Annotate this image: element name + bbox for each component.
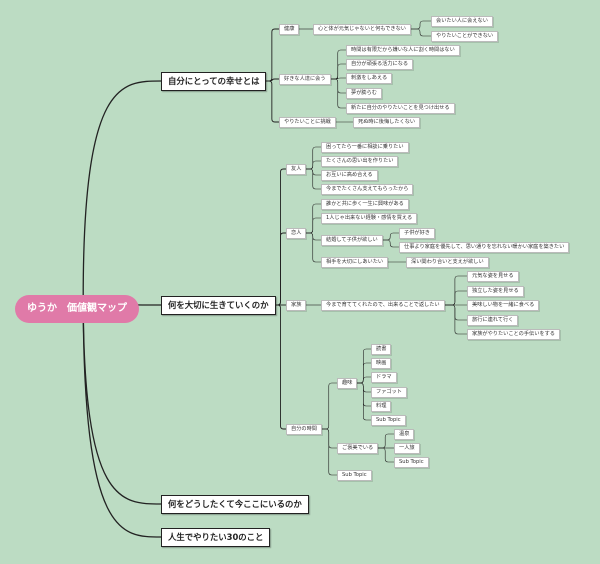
topic-l1-2[interactable]: たくさんの思い出を作りたい [321,155,399,167]
connector-h1-1b [411,28,431,37]
main-topic-b4[interactable]: 人生でやりたい30のこと [161,527,271,547]
connector-l2-3 [306,232,321,241]
connector-l4-2a [378,433,394,449]
connector-l2-3b [383,239,399,248]
connector-l4-3 [322,428,337,476]
main-topic-b1[interactable]: 自分にとっての幸せとは [161,71,267,91]
topic-l2[interactable]: 恋人 [286,227,307,239]
topic-l4-1f[interactable]: Sub Topic [371,414,406,426]
topic-l4-2b[interactable]: 一人旅 [394,442,420,454]
main-topic-b3[interactable]: 何をどうしたくて今ここにいるのか [161,494,309,514]
topic-l1[interactable]: 友人 [286,163,307,175]
topic-l4-1[interactable]: 趣味 [337,377,358,389]
connector-l1 [276,168,286,306]
topic-l4-1d[interactable]: ファゴット [371,386,407,398]
topic-h1[interactable]: 健康 [279,23,300,35]
topic-h1-1[interactable]: 心と体が元気じゃないと何もできない [313,23,411,35]
topic-l4-1b[interactable]: 映画 [371,357,392,369]
central-topic[interactable]: ゆうか 価値観マップ [15,295,139,323]
connector-h1-1a [411,20,431,30]
connector-l4-2c [378,447,394,463]
connector-h2-2 [331,63,346,80]
connector-b3 [82,296,162,505]
connector-l3-1a [445,275,467,306]
main-topic-b2[interactable]: 何を大切に生きていくのか [161,295,276,315]
topic-h2-5[interactable]: 新たに自分のやりたいことを見つけ出せる [346,102,455,114]
topic-l2-3b[interactable]: 仕事より家庭を優先して、思い通りを忘れない暖かい家庭を築きたい [399,241,570,253]
topic-l4-1e[interactable]: 料理 [371,400,392,412]
topic-l1-4[interactable]: 今までたくさん支えてもらったから [321,183,414,195]
topic-l4-2a[interactable]: 温泉 [394,428,415,440]
connector-l4-1e [357,382,371,407]
topic-l4-1a[interactable]: 読書 [371,343,392,355]
topic-l3-1e[interactable]: 家族がやりたいことの手伝いをする [467,328,560,340]
topic-l3-1[interactable]: 今まで育ててくれたので、出来ることで返したい [321,299,445,311]
connector-l2-2 [306,217,321,234]
topic-l3-1c[interactable]: 美味しい物を一緒に食べる [467,299,540,311]
topic-l2-1[interactable]: 誰かと共に歩く一生に興味がある [321,198,409,210]
topic-l4-3[interactable]: Sub Topic [337,469,372,481]
topic-l4-2c[interactable]: Sub Topic [394,456,429,468]
connector-h2-4 [331,78,346,94]
connector-l2-3a [383,232,399,241]
topic-l2-4[interactable]: 相手を大切にしあいたい [321,256,389,268]
topic-h2-1[interactable]: 時間は有限だから嫌いな人に割く時間はない [346,44,460,56]
connector-l4 [276,304,286,430]
connector-b4 [82,296,162,538]
topic-l3-1d[interactable]: 旅行に連れて行く [467,314,519,326]
connector-l3-1e [445,304,467,335]
connector-l4-1f [357,382,371,421]
topic-h3-1[interactable]: 死ぬ時に後悔したくない [353,116,421,128]
topic-l3[interactable]: 家族 [286,299,307,311]
topic-h3[interactable]: やりたいことに挑戦 [279,116,336,128]
topic-l2-4a[interactable]: 深い関わり合いと支えが欲しい [406,256,489,268]
connector-l3-1b [445,290,467,306]
topic-l3-1b[interactable]: 独立した姿を見せる [467,285,524,297]
topic-l1-3[interactable]: お互いに高め合える [321,169,378,181]
connector-l2-4 [306,232,321,263]
connector-h2-5 [331,78,346,109]
connector-b1 [82,80,162,298]
connector-h3 [266,80,279,123]
topic-l4-2[interactable]: ご褒美でいる [337,442,379,454]
topic-h2-4[interactable]: 夢が膨らむ [346,87,382,99]
topic-l1-1[interactable]: 困ってたら一番に相談に乗りたい [321,141,409,153]
connector-l1-1 [306,146,321,170]
connector-l4-1c [357,376,371,384]
connector-l1-3 [306,168,321,176]
connector-l4-1b [357,362,371,384]
topic-h1-1a[interactable]: 会いたい人に会えない [431,15,493,27]
connector-l1-4 [306,168,321,190]
topic-h2-3[interactable]: 刺激をしあえる [346,72,393,84]
connector-l3-1d [445,304,467,321]
topic-l2-3a[interactable]: 子供が好き [399,227,435,239]
connector-l4-2 [322,428,337,449]
topic-h1-1b[interactable]: やりたいことができない [431,30,499,42]
connector-l1-2 [306,160,321,170]
topic-l2-2[interactable]: 1人じゃ出来ない経験・感情を買える [321,212,418,224]
connector-l2 [276,232,286,306]
topic-h2-2[interactable]: 自分が頑張る活力になる [346,58,414,70]
topic-l4[interactable]: 自分の時間 [286,423,322,435]
topic-l4-1c[interactable]: ドラマ [371,371,397,383]
connector-l4-1d [357,382,371,393]
topic-h2[interactable]: 好きな人達に会う [279,73,331,85]
topic-l2-3[interactable]: 結婚して子供が欲しい [321,234,383,246]
topic-l3-1a[interactable]: 元気な姿を見せる [467,270,519,282]
connector-h1 [266,28,279,82]
connector-l4-1 [322,382,337,430]
